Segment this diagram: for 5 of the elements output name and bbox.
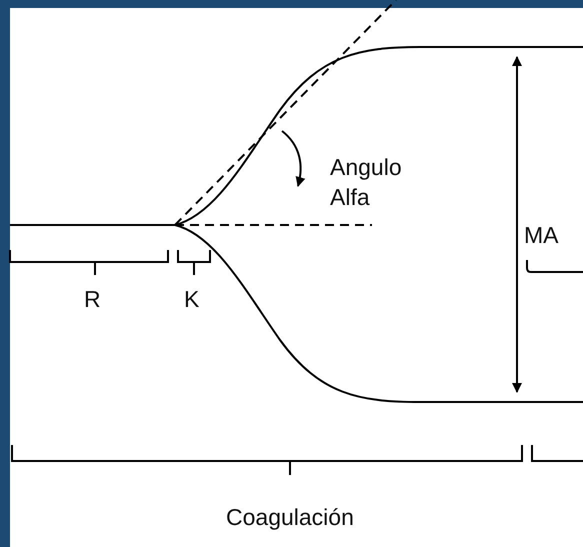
phase-label: Coagulación xyxy=(226,503,354,532)
interval-label: R xyxy=(84,285,101,314)
interval-label: K xyxy=(184,285,200,314)
angle-label: Angulo Alfa xyxy=(330,153,403,212)
measurement-label: MA xyxy=(524,221,558,250)
